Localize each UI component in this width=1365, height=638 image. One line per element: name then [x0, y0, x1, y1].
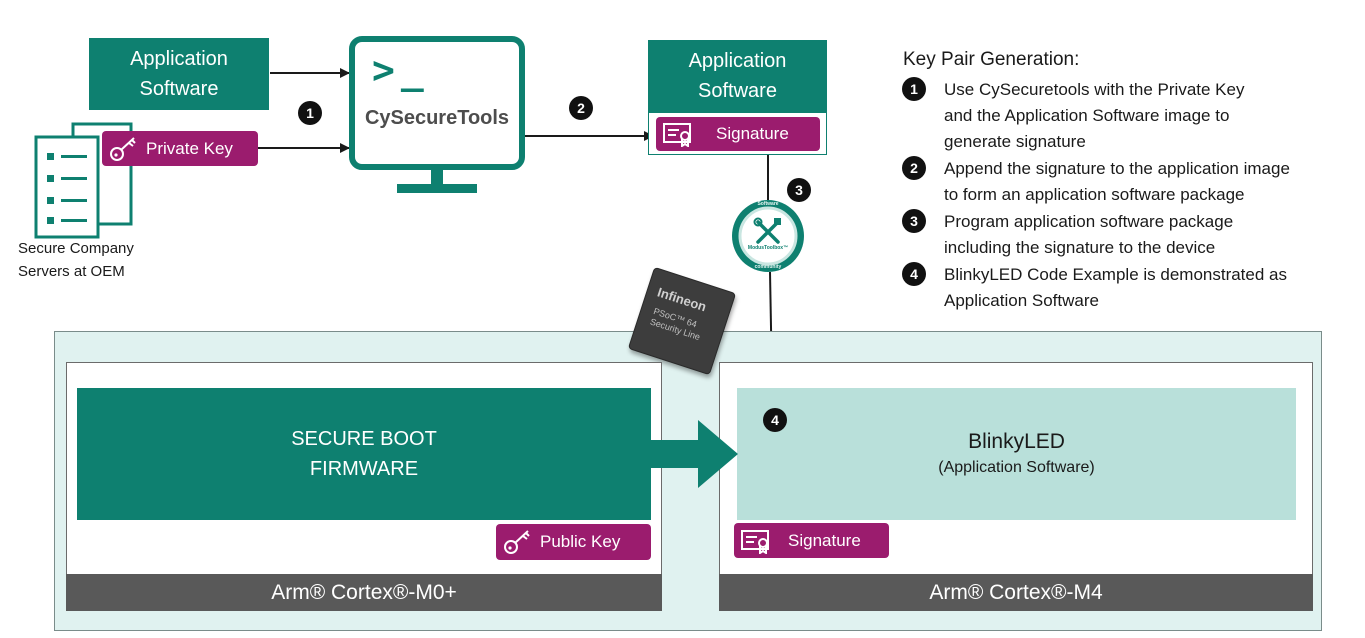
legend-title: Key Pair Generation: — [903, 49, 1080, 70]
monitor-icon — [349, 36, 525, 193]
signature-top-label: Signature — [716, 124, 789, 143]
core-m0-label-bar: Arm® Cortex®-M0+ — [66, 574, 662, 611]
app-software-right-line1: Application — [688, 50, 787, 72]
secure-boot-line2: FIRMWARE — [309, 458, 419, 480]
legend-item-4-line1: BlinkyLED Code Example is demonstrated a… — [944, 265, 1287, 284]
app-software-left: Application Software — [89, 38, 269, 110]
boot-to-app-arrow — [650, 420, 738, 488]
legend-item-3-number: 3 — [902, 209, 926, 233]
step-2-number: 2 — [577, 100, 585, 116]
public-key-tag: Public Key — [496, 524, 651, 560]
blinkyled-box — [737, 388, 1296, 520]
core-m0-label: Arm® Cortex®-M0+ — [271, 580, 457, 604]
secure-boot-line1: SECURE BOOT — [291, 428, 437, 450]
modustoolbox-ring-bottom: community — [754, 264, 782, 270]
legend-item-3: 3 Program application software package i… — [902, 209, 1233, 261]
legend-item-4: 4 BlinkyLED Code Example is demonstrated… — [902, 262, 1287, 314]
key-icon — [110, 136, 136, 161]
blinkyled-title: BlinkyLED — [968, 430, 1065, 453]
app-software-left-line1: Application — [130, 48, 228, 70]
signature-top-tag: Signature — [656, 117, 820, 151]
servers-caption-line2: Servers at OEM — [18, 263, 125, 280]
public-key-label: Public Key — [540, 532, 621, 551]
legend-item-3-line1: Program application software package — [944, 212, 1234, 231]
step-2-badge: 2 — [569, 96, 593, 120]
legend-item-2-line2: to form an application software package — [944, 185, 1245, 204]
legend-item-4-number: 4 — [902, 262, 926, 286]
legend-item-4-line2: Application Software — [944, 291, 1099, 310]
cysecuretools-label: CySecureTools — [364, 107, 510, 129]
app-software-right-line2: Software — [698, 80, 777, 102]
app-software-left-line2: Software — [139, 78, 219, 100]
legend-item-1-number: 1 — [902, 77, 926, 101]
legend-item-1-line3: generate signature — [944, 132, 1086, 151]
key-icon — [504, 530, 530, 554]
app-software-right: Application Software — [648, 40, 827, 112]
secure-boot-firmware: SECURE BOOT FIRMWARE — [77, 388, 651, 520]
core-m4-label-bar: Arm® Cortex®-M4 — [719, 574, 1313, 611]
signature-bottom-tag: Signature — [734, 523, 889, 558]
private-key-tag: Private Key — [102, 131, 258, 166]
modustoolbox-label: ModusToolbox™ — [747, 245, 789, 251]
certificate-icon — [663, 123, 691, 147]
step-1-badge: 1 — [298, 101, 322, 125]
step-3-badge: 3 — [787, 178, 811, 202]
step-3-number: 3 — [795, 182, 803, 198]
core-m4-label: Arm® Cortex®-M4 — [929, 580, 1103, 604]
blinkyled-subtitle: (Application Software) — [938, 459, 1095, 476]
legend-item-1: 1 Use CySecuretools with the Private Key… — [902, 77, 1244, 155]
servers-caption: Secure Company Servers at OEM — [18, 237, 168, 283]
legend-item-2-number: 2 — [902, 156, 926, 180]
step-4-badge: 4 — [763, 408, 787, 432]
legend-item-1-line2: and the Application Software image to — [944, 106, 1230, 125]
certificate-icon — [741, 529, 769, 554]
legend-item-1-line1: Use CySecuretools with the Private Key — [944, 80, 1245, 99]
signature-bottom-label: Signature — [788, 530, 861, 550]
modustoolbox-ring-top: Software — [757, 201, 779, 207]
modustoolbox-badge-icon — [732, 200, 804, 272]
step-4-number: 4 — [771, 412, 779, 428]
servers-caption-line1: Secure Company — [18, 240, 134, 257]
legend-item-2-line1: Append the signature to the application … — [944, 159, 1290, 178]
terminal-prompt: >_ — [372, 48, 430, 92]
legend-item-3-line2: including the signature to the device — [944, 238, 1216, 257]
step-1-number: 1 — [306, 105, 314, 121]
private-key-label: Private Key — [146, 138, 233, 158]
legend-item-2: 2 Append the signature to the applicatio… — [902, 156, 1290, 208]
